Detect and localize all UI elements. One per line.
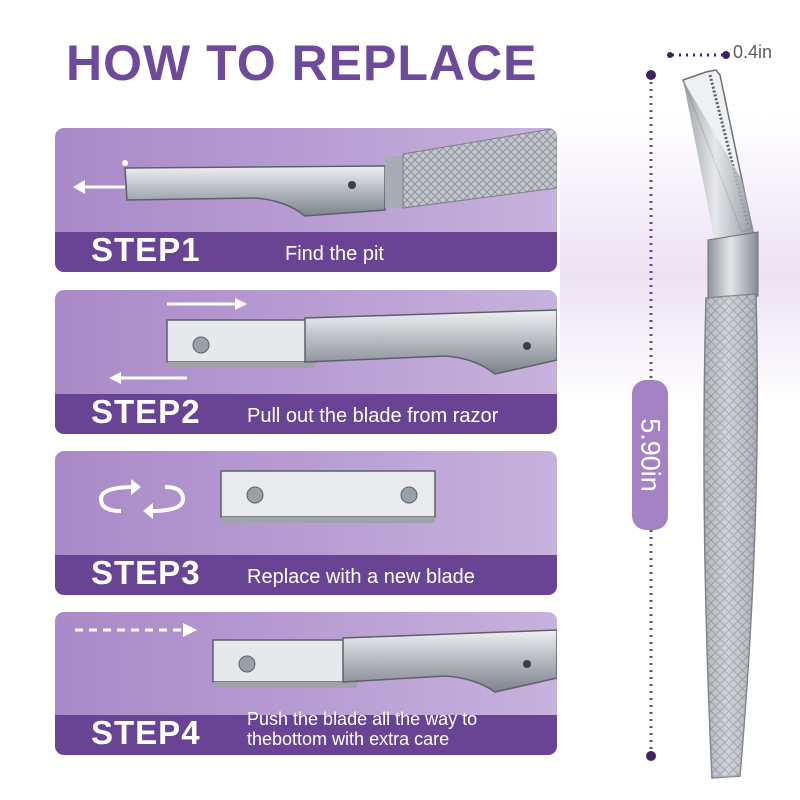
step-2-bar <box>55 394 557 434</box>
step-2-label: STEP2 <box>91 393 201 430</box>
width-dimension-label: 0.4in <box>733 42 773 62</box>
dashed-arrow-right-icon <box>75 623 197 637</box>
step-4-description-line-2: thebottom with extra care <box>247 729 450 749</box>
width-dimension-line <box>667 51 730 59</box>
step-3-description: Replace with a new blade <box>247 566 475 588</box>
arrow-left-icon <box>73 180 125 194</box>
step-1-illustration <box>73 128 557 217</box>
swap-icon <box>98 479 186 519</box>
step-1-bar <box>55 232 557 272</box>
height-dimension-badge <box>632 380 668 530</box>
height-dimension-line <box>646 70 656 761</box>
step-4-description-line-1: Push the blade all the way to <box>247 709 478 729</box>
step-3-card: STEP3 Replace with a new blade <box>55 451 557 595</box>
step-2-description: Pull out the blade from razor <box>247 405 499 427</box>
step-1-description: Find the pit <box>285 243 384 265</box>
page-title: HOW TO REPLACE <box>66 35 538 91</box>
background-gradient <box>560 115 800 405</box>
step-3-label: STEP3 <box>91 554 201 591</box>
step-2-card: STEP2 Pull out the blade from razor <box>55 290 557 434</box>
step-1-card: STEP1 Find the pit <box>55 128 557 272</box>
step-4-card: STEP4 Push the blade all the way to theb… <box>55 612 557 755</box>
height-dimension-label: 5.90in <box>635 418 666 492</box>
step-4-illustration <box>75 623 557 693</box>
step-1-label: STEP1 <box>91 231 201 268</box>
arrow-right-icon <box>167 298 247 310</box>
step-3-illustration <box>98 470 436 523</box>
step-3-bar <box>55 555 557 595</box>
step-4-description: Push the blade all the way to thebottom … <box>247 709 477 749</box>
step-4-bar <box>55 715 557 755</box>
step-4-label: STEP4 <box>91 714 201 751</box>
step-2-illustration <box>109 298 557 384</box>
arrow-left-icon <box>109 372 187 384</box>
